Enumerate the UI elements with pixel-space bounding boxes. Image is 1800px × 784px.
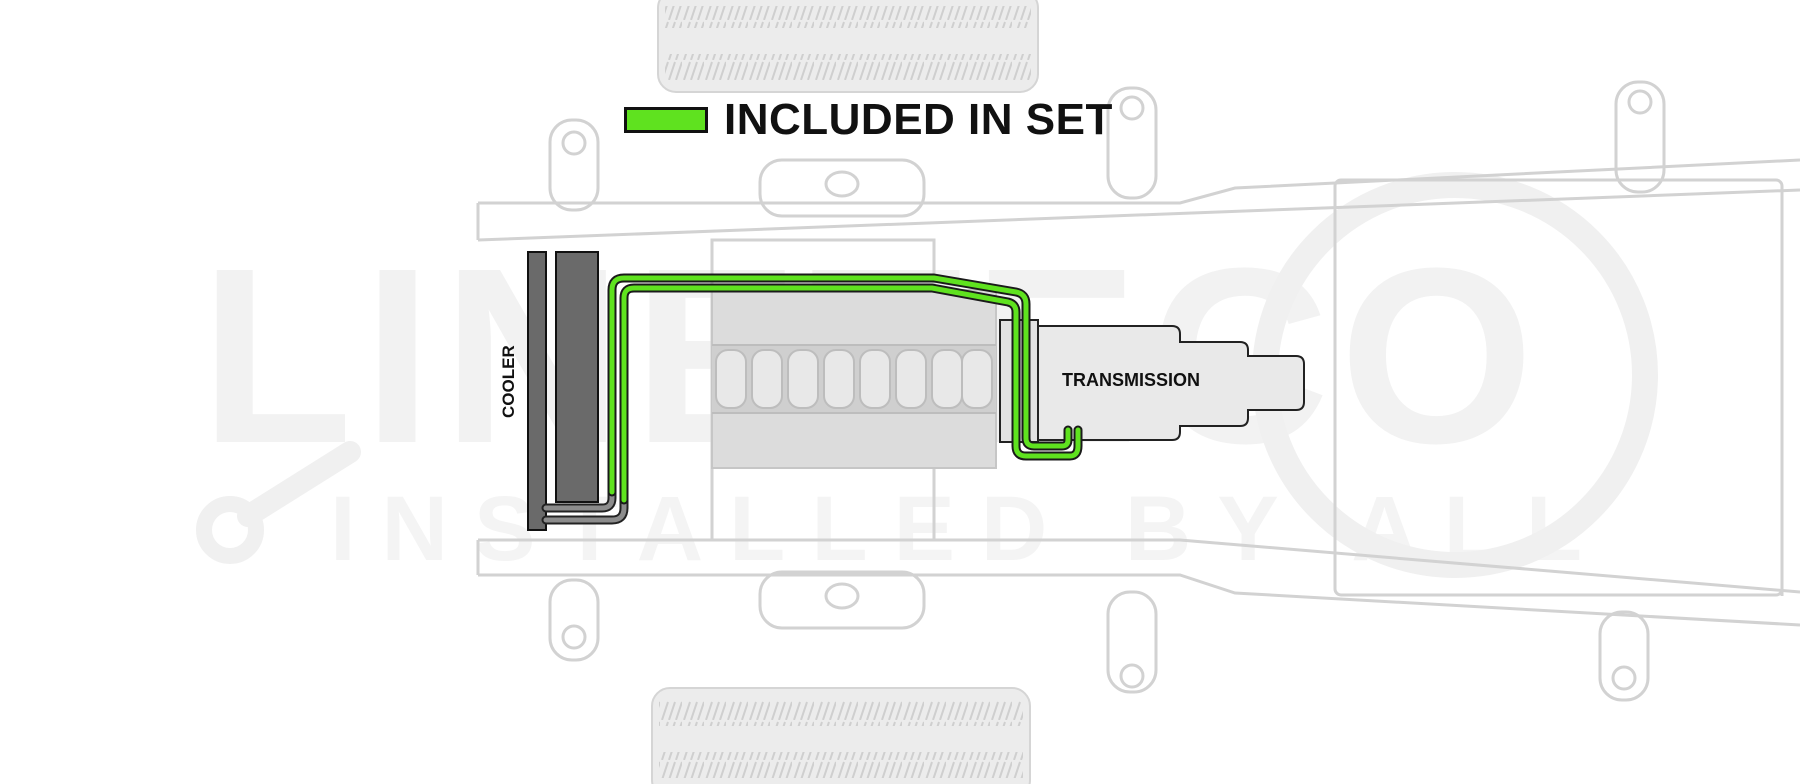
- legend-label: INCLUDED IN SET: [724, 95, 1113, 144]
- mount-bracket-2: [758, 158, 926, 218]
- cooler-label: COOLER: [499, 345, 518, 418]
- legend-swatch: [624, 107, 708, 133]
- front-tire-top: [657, 0, 1039, 93]
- mount-bracket-8: [1598, 610, 1650, 702]
- front-tire-bottom: [651, 687, 1031, 784]
- engine-block: [711, 289, 997, 469]
- mount-bracket-4: [1614, 80, 1666, 194]
- transmission-cooler: COOLER: [499, 251, 599, 531]
- wrench-logo-icon: [196, 441, 361, 564]
- mount-bracket-5: [548, 578, 600, 662]
- vehicle-frame: [476, 80, 1800, 702]
- frame-rail-bottom: [478, 573, 1800, 627]
- mount-bracket-7: [1106, 590, 1158, 694]
- legend: INCLUDED IN SET: [624, 98, 1113, 142]
- frame-rail-top: [478, 158, 1800, 205]
- cooler-lines-included: [607, 273, 1083, 505]
- mount-bracket-6: [758, 570, 926, 630]
- transmission-label: TRANSMISSION: [1062, 370, 1200, 390]
- mount-bracket-3: [1106, 86, 1158, 200]
- frame-rail-top-inner: [477, 188, 1800, 242]
- cooler-fittings-excluded: [541, 487, 629, 525]
- mount-bracket-1: [548, 118, 600, 212]
